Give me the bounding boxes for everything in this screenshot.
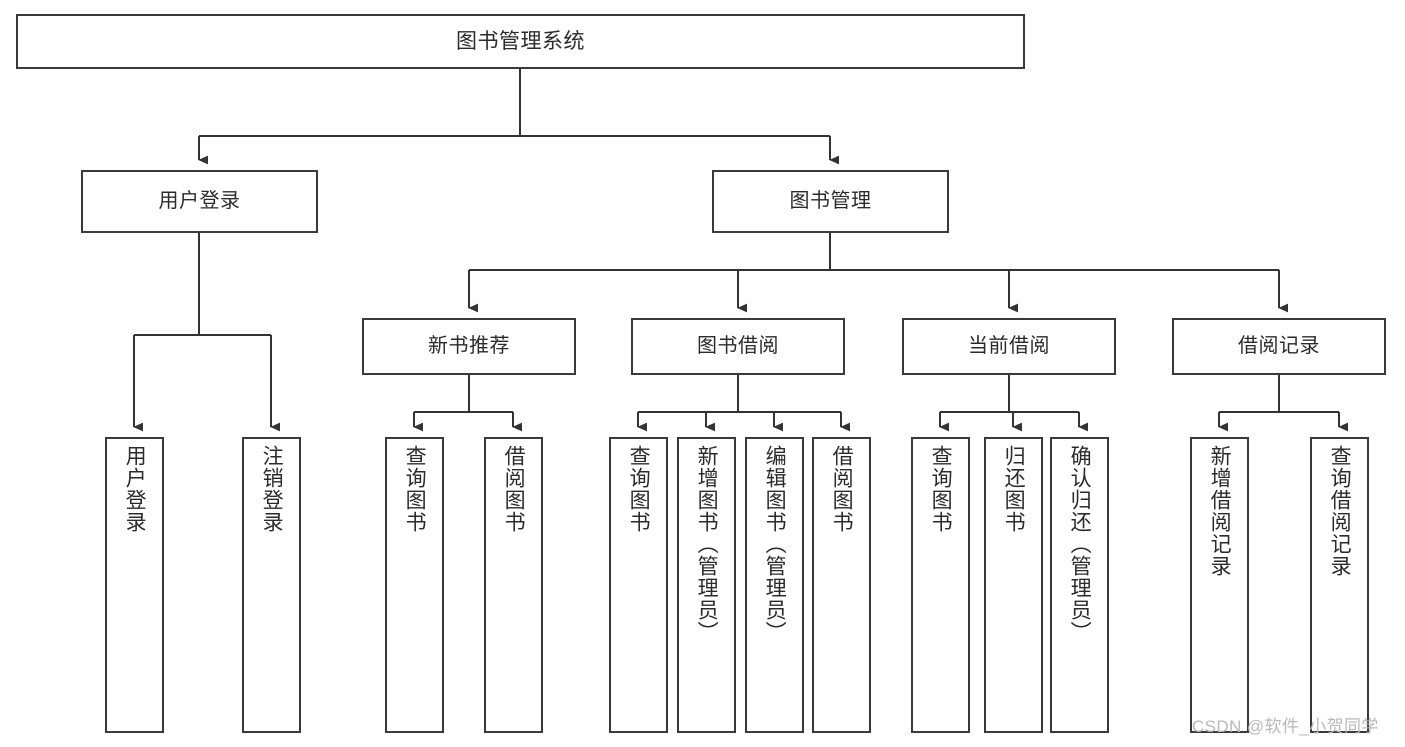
node-label: 借阅记录 bbox=[1238, 335, 1320, 358]
node-label: 借阅图书 bbox=[830, 445, 854, 533]
node-label: 用户登录 bbox=[123, 445, 147, 533]
node-book-borrow[interactable]: 图书借阅 bbox=[631, 318, 845, 375]
node-label: 当前借阅 bbox=[968, 335, 1050, 358]
node-label: 查询图书 bbox=[627, 445, 651, 533]
node-user-login[interactable]: 用户登录 bbox=[81, 170, 318, 233]
node-current-borrow[interactable]: 当前借阅 bbox=[902, 318, 1116, 375]
csdn-watermark: CSDN @软件_小贺同学 bbox=[1192, 717, 1379, 736]
node-new-book-recommendation[interactable]: 新书推荐 bbox=[362, 318, 576, 375]
node-book-management[interactable]: 图书管理 bbox=[712, 170, 949, 233]
node-label: 编辑图书（管理员） bbox=[763, 445, 787, 643]
node-label: 图书借阅 bbox=[697, 335, 779, 358]
node-label: 确认归还（管理员） bbox=[1068, 445, 1092, 643]
node-label: 查询图书 bbox=[929, 445, 953, 533]
leaf-node[interactable]: 借阅图书 bbox=[484, 437, 543, 733]
node-label: 新书推荐 bbox=[428, 335, 510, 358]
node-label: 归还图书 bbox=[1002, 445, 1026, 533]
node-label: 新增借阅记录 bbox=[1208, 445, 1232, 577]
node-label: 图书管理系统 bbox=[456, 29, 585, 53]
leaf-node[interactable]: 新增借阅记录 bbox=[1190, 437, 1249, 733]
leaf-node[interactable]: 注销登录 bbox=[242, 437, 301, 733]
leaf-node[interactable]: 确认归还（管理员） bbox=[1050, 437, 1109, 733]
node-root-system[interactable]: 图书管理系统 bbox=[16, 14, 1025, 69]
leaf-node[interactable]: 查询图书 bbox=[911, 437, 970, 733]
leaf-node[interactable]: 用户登录 bbox=[105, 437, 164, 733]
leaf-node[interactable]: 查询借阅记录 bbox=[1310, 437, 1369, 733]
node-label: 新增图书（管理员） bbox=[695, 445, 719, 643]
leaf-node[interactable]: 归还图书 bbox=[984, 437, 1043, 733]
leaf-node[interactable]: 新增图书（管理员） bbox=[677, 437, 736, 733]
node-borrow-record[interactable]: 借阅记录 bbox=[1172, 318, 1386, 375]
node-label: 图书管理 bbox=[789, 190, 872, 213]
node-label: 注销登录 bbox=[260, 445, 284, 533]
node-label: 借阅图书 bbox=[502, 445, 526, 533]
leaf-node[interactable]: 编辑图书（管理员） bbox=[745, 437, 804, 733]
node-label: 查询图书 bbox=[403, 445, 427, 533]
leaf-node[interactable]: 借阅图书 bbox=[812, 437, 871, 733]
leaf-node[interactable]: 查询图书 bbox=[609, 437, 668, 733]
node-label: 查询借阅记录 bbox=[1328, 445, 1352, 577]
leaf-node[interactable]: 查询图书 bbox=[385, 437, 444, 733]
node-label: 用户登录 bbox=[158, 190, 241, 213]
